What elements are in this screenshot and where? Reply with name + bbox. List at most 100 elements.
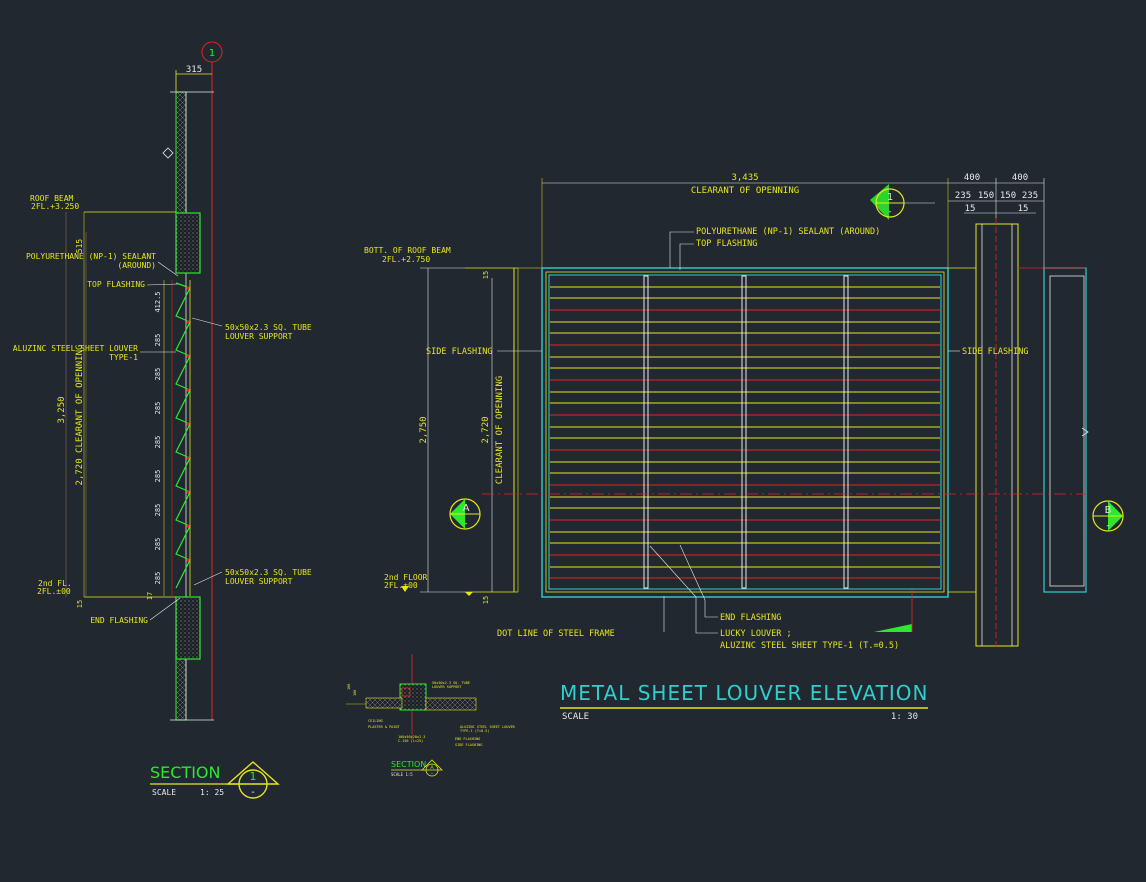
section-title: SECTION [150,763,221,782]
elevation-end-flashing-label: END FLASHING [720,613,781,623]
end-flashing-label: END FLASHING [90,616,148,625]
side-flashing-left-label: SIDE FLASHING [426,347,493,357]
svg-text:LOUVER SUPPORT: LOUVER SUPPORT [432,685,462,689]
roof-beam-level: 2FL.+3.250 [31,202,79,211]
svg-text:C-150 (L=25): C-150 (L=25) [398,739,423,743]
lucky-louver-spec: ALUZINC STEEL SHEET TYPE-1 (T.=0.5) [720,641,899,651]
svg-text:100: 100 [347,684,351,690]
right-dim-235b: 235 [1022,191,1038,201]
louver-slats [550,286,940,579]
section-b-marker: B - [1092,500,1124,532]
section-scale-label: SCALE [152,788,176,797]
beam-level: 2FL.+2.750 [382,255,430,264]
right-dim-400a: 400 [964,173,980,183]
adjacent-panel [1043,267,1089,593]
top-flashing-label: TOP FLASHING [87,280,145,289]
floor-level: 2FL.±00 [384,581,418,590]
svg-text:100x50x20x2.3: 100x50x20x2.3 [398,735,425,739]
elevation-top-flashing-label: TOP FLASHING [696,239,757,249]
detail-title: SECTION [391,760,426,769]
section-view: 1 315 [13,41,312,799]
svg-text:TYPE-1 (T=0.5): TYPE-1 (T=0.5) [460,729,490,733]
right-dim-15b: 15 [1018,204,1029,214]
svg-text:100: 100 [353,690,357,696]
clear-height-label: CLEARANT OF OPENNING [495,376,505,484]
section-tag-dash: - [250,787,256,798]
roof-beam-label: ROOF BEAM [30,194,74,203]
floor-level: 2FL.±00 [37,587,71,596]
detail-view: 50x50x2.3 SQ. TUBE LOUVER SUPPORT ALUZIN… [346,654,516,777]
tube-support-upper-2: LOUVER SUPPORT [225,332,293,341]
spacing-dim: 285 [154,572,162,585]
elevation-tag-number: 1 [887,192,893,203]
elevation-title: METAL SHEET LOUVER ELEVATION [560,681,928,705]
section-b-dash: - [1105,521,1110,531]
floor-label: 2nd FL. [38,579,72,588]
wall-upper [175,91,187,215]
floor-label: 2nd FLOOR [384,573,428,582]
elevation-section-tag: 1 - [870,184,935,220]
louver-label-2: TYPE-1 [109,353,138,362]
sealant-label-2: (AROUND) [117,261,156,270]
detail-tag-number: A [430,765,434,771]
spacing-dim: 412.5 [154,291,162,312]
section-tag: 1 - [226,761,280,799]
steel-frame-label: DOT LINE OF STEEL FRAME [497,629,615,639]
spacing-dim: 285 [154,402,162,415]
height-dim: 2,750 [419,416,429,443]
overall-width-dim: 3,435 [731,173,758,183]
overall-height-dim: 3,250 [57,396,67,423]
lucky-louver-label: LUCKY LOUVER ; [720,629,792,639]
top-15-dim: 15 [482,271,490,279]
svg-text:SIDE FLASHING: SIDE FLASHING [455,743,482,747]
top-width-dim-text: 315 [186,65,202,75]
section-scale-value: 1: 25 [200,788,224,797]
right-dim-400b: 400 [1012,173,1028,183]
louver-spacing-dims: 412.5 285 285 285 285 285 285 285 285 [154,291,162,584]
detail-tag: A - [421,759,443,777]
detail-tag-dash: - [430,771,433,777]
section-a-letter: A [463,503,470,514]
side-flashing-right-label: SIDE FLASHING [962,347,1029,357]
grid-bubble: 1 [201,41,223,720]
spacing-dim: 285 [154,368,162,381]
right-dim-15a: 15 [965,204,976,214]
louver-outer-frame [541,267,949,598]
bottom-15-dim: 15 [482,596,490,604]
top-width-dimension: 315 [175,65,212,92]
width-clearance-label: CLEARANT OF OPENNING [691,186,799,196]
roof-beam [175,212,201,274]
right-dim-150b: 150 [1000,191,1016,201]
top-offset-dim: 515 [75,239,84,254]
svg-text:50x50x2.3 SQ. TUBE: 50x50x2.3 SQ. TUBE [432,681,470,685]
detail-scale: SCALE 1:5 [391,772,413,777]
louver-inner-frame [548,274,942,590]
svg-text:END FLASHING: END FLASHING [455,737,480,741]
clear-height-dim: 2,720 [481,416,491,443]
beam-label: BOTT. OF ROOF BEAM [364,246,451,255]
svg-text:ALUZINC STEEL SHEET LOUVER: ALUZINC STEEL SHEET LOUVER [460,725,516,729]
sealant-label: POLYURETHANE (NP-1) SEALANT [26,252,156,261]
right-dim-235a: 235 [955,191,971,201]
louver-mullions [643,275,849,589]
elevation-scale-label: SCALE [562,712,589,722]
section-tag-number: 1 [250,770,257,783]
clearance-height-dim: 2,720 CLEARANT OF OPENNING [75,345,85,486]
spacing-dim: 285 [154,436,162,449]
detail-slab [425,697,477,711]
floor-beam [175,596,201,660]
spacing-dim: 285 [154,334,162,347]
louver-blades [171,280,191,596]
section-a-marker: A - [449,498,481,530]
section-b-letter: B [1105,505,1112,516]
grid-bubble-label: 1 [209,48,215,59]
elevation-sealant-label: POLYURETHANE (NP-1) SEALANT (AROUND) [696,227,880,237]
svg-text:CEILING: CEILING [368,719,383,723]
right-dim-150a: 150 [978,191,994,201]
section-a-dash: - [463,519,468,529]
louver-label: ALUZINC STEEL SHEET LOUVER [13,344,138,353]
spacing-dim: 285 [154,538,162,551]
tube-support-upper: 50x50x2.3 SQ. TUBE [225,323,312,332]
spacing-dim: 285 [154,470,162,483]
